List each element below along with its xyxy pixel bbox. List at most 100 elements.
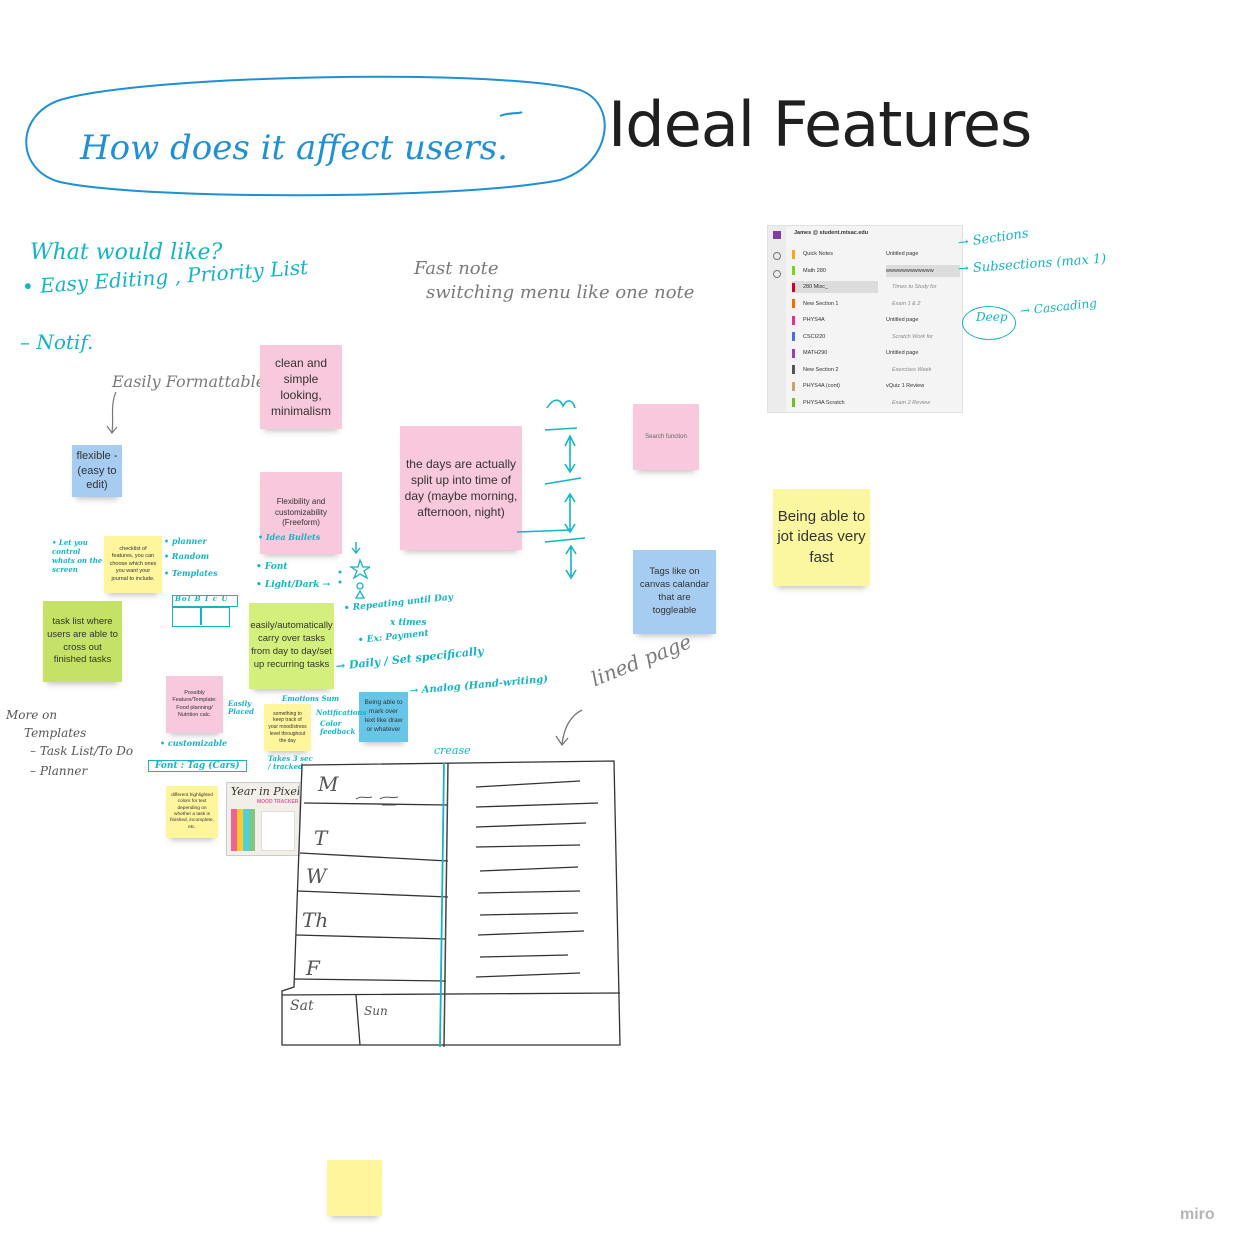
section-color-tab [792,266,795,275]
onenote-page-item[interactable]: vQuiz 1 Review [886,383,925,389]
onenote-page-item[interactable]: Untitled page [886,317,919,323]
photo-subtitle: MOOD TRACKER [257,799,299,805]
onenote-section-item[interactable]: MATH290 [792,347,827,359]
day-friday: F [306,956,320,980]
day-sunday: Sun [364,1004,388,1018]
onenote-section-label: New Section 2 [803,366,839,373]
sticky-clean-simple[interactable]: clean and simple looking, minimalism [260,345,342,429]
onenote-section-label: Math 280 [803,267,826,274]
color-feedback-note: Color feedback [320,719,356,736]
onenote-page-item[interactable]: Times to Study for [892,284,937,290]
arrow-icon [106,391,118,434]
sticky-tags[interactable]: Tags like on canvas calandar that are to… [633,550,716,634]
search-icon [773,252,781,260]
notebook-icon [773,231,781,239]
onenote-section-item[interactable]: PHYS4A (cont) [792,380,840,392]
miro-logo: miro [1180,1206,1215,1223]
pixel-grid-graphic [231,809,255,851]
onenote-page-item[interactable]: Exam 2 Review [892,399,931,406]
sticky-task-list[interactable]: task list where users are able to cross … [43,601,122,682]
easily-formattable-note: Easily Formattable [112,372,266,391]
section-color-tab [792,348,795,358]
onenote-section-item[interactable]: 280 Misc_ [792,281,878,293]
photo-title: Year in Pixels [231,785,300,798]
daily-set-note: → Daily / Set specifically [335,644,485,673]
sticky-flexible[interactable]: flexible - (easy to edit) [72,445,122,497]
sticky-carry-over[interactable]: easily/automatically carry over tasks fr… [249,603,334,689]
onenote-page-item[interactable]: Untitled page [886,350,919,356]
sticky-mood[interactable]: something to keep track of your mood/str… [264,704,311,751]
crease-note: crease [434,744,471,757]
x-times-note: x times [390,618,427,628]
sticky-jot-ideas[interactable]: Being able to jot ideas very fast [773,489,870,586]
onenote-section-item[interactable]: New Section 1 [792,298,838,310]
onenote-section-label: CSCI220 [803,333,826,340]
notifications-note: Notifications [316,708,367,717]
task-list-todo-note: – Task List/To Do [30,744,134,758]
format-toolbar-sketch: Bol B I c U [172,594,238,631]
section-color-tab [792,299,795,308]
analog-note: → Analog (Hand-writing) [409,673,549,697]
sticky-empty[interactable] [327,1160,382,1216]
photo-page-graphic [261,811,295,851]
day-saturday: Sat [290,998,314,1014]
onenote-account: James @ student.mtsac.edu [794,230,869,236]
planner-template-note: – Planner [30,764,88,778]
onenote-section-item[interactable]: New Section 2 [792,364,838,376]
deep-circle [962,306,1016,340]
onenote-nav-rail [768,226,786,412]
idea-bullets-note: • Idea Bullets [258,532,321,542]
time-of-day-arrows [516,399,586,580]
mood-tracker-image[interactable]: Year in Pixels MOOD TRACKER [226,782,300,856]
onenote-section-label: MATH290 [803,350,828,356]
subsections-note: → Subsections (max 1) [957,251,1107,277]
question-bubble-outline [25,75,606,197]
deep-note: Deep [976,310,1008,324]
board-title: Ideal Features [608,88,1032,161]
onenote-section-item[interactable]: CSCI220 [792,331,825,343]
templates-note: Templates [24,726,87,740]
onenote-page-item[interactable]: Scratch Work for [892,333,933,340]
onenote-section-item[interactable]: Quick Notes [792,248,833,260]
planner-note: • planner [164,536,207,546]
onenote-section-label: PHYS4A (cont) [803,383,840,389]
onenote-section-item[interactable]: PHYS4A [792,314,825,326]
section-color-tab [792,398,795,407]
random-note: • Random [164,551,210,561]
sticky-checklist[interactable]: checklist of features, you can choose wh… [104,536,162,593]
sticky-flexibility[interactable]: Flexibility and customizability (Freefor… [260,472,342,554]
onenote-page-item[interactable]: Untitled page [886,251,919,257]
section-color-tab [792,249,795,259]
let-you-control-note: • Let you control whats on the screen [52,538,103,575]
notif-note: – Notif. [20,330,94,354]
onenote-page-item[interactable]: wwwwwwwwwwww [886,264,960,277]
onenote-page-item[interactable]: Exercises Week [892,366,932,373]
onenote-section-label: PHYS4A Scratch [803,399,845,406]
onenote-section-label: PHYS4A [803,317,825,323]
section-color-tab [792,315,795,325]
arrow-to-page-icon [555,709,583,747]
section-color-tab [792,332,795,341]
what-would-like-note: What would like? [30,240,223,265]
switching-menu-text: switching menu like one note [426,282,695,303]
emotions-sum-note: Emotions Sum [282,694,339,703]
sticky-highlight[interactable]: different highlighted colors for text de… [166,786,218,838]
onenote-page-item[interactable]: Exam 1 & 2 [892,300,921,307]
onenote-section-label: Quick Notes [803,251,833,257]
sticky-mark-over[interactable]: Being able to mark over text like draw o… [359,692,408,742]
section-color-tab [792,381,795,391]
light-dark-note: • Light/Dark → [256,580,331,590]
sticky-search[interactable]: Search function [633,404,699,470]
font-style-symbols [338,542,370,599]
bold-etc-text: Bol B I c U [175,594,229,603]
onenote-section-label: New Section 1 [803,300,839,307]
takes-time-note: Takes 3 sec / tracked [268,754,313,772]
day-tuesday: T [314,826,328,850]
cascading-note: → Cascading [1019,295,1098,318]
sticky-possibly[interactable]: Possibly Feature/Template: Food planning… [166,676,223,733]
onenote-section-item[interactable]: Math 280 [792,265,826,277]
onenote-section-item[interactable]: PHYS4A Scratch [792,397,845,409]
sticky-days-split[interactable]: the days are actually split up into time… [400,426,522,550]
weekly-planner-sketch [281,760,621,1048]
